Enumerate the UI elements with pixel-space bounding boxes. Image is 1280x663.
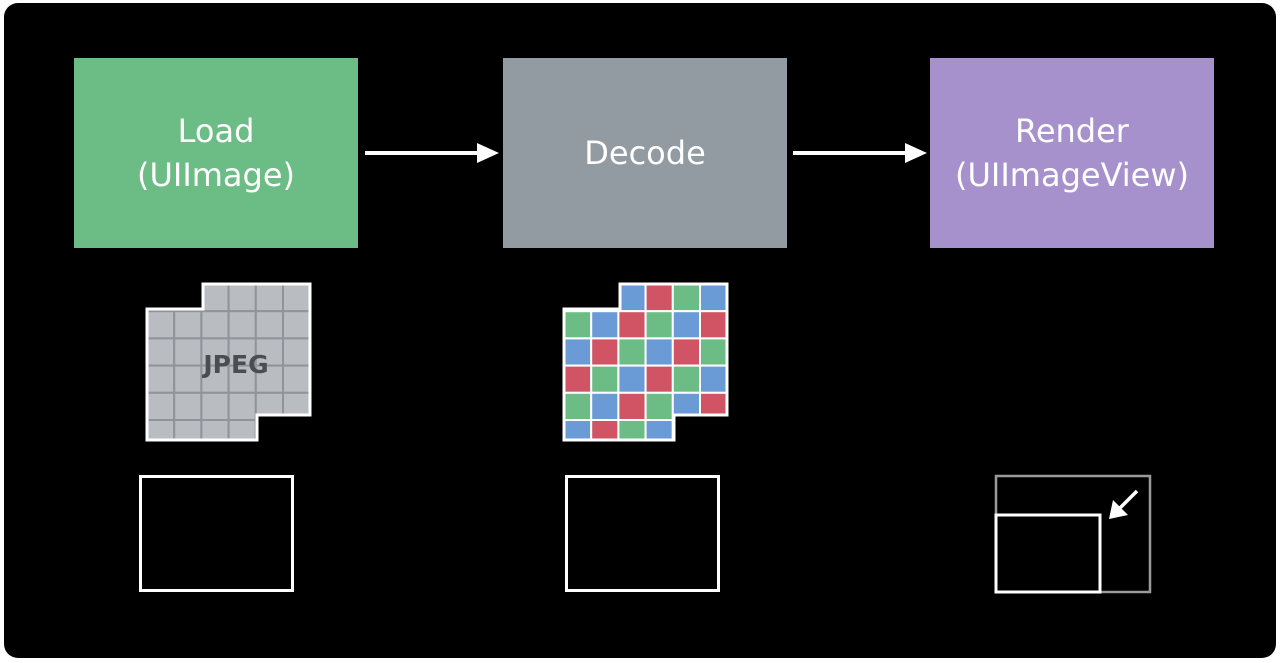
grid-cell <box>671 310 702 340</box>
grid-cell <box>671 337 702 367</box>
grid-cell <box>564 364 593 394</box>
grid-cell <box>147 391 176 422</box>
grid-cell <box>254 284 285 313</box>
grid-cell <box>282 284 310 313</box>
grid-cell <box>644 337 674 367</box>
grid-cell <box>644 284 674 313</box>
grid-cell <box>671 284 702 313</box>
grid-cell <box>254 364 285 394</box>
diagonal-arrow-icon <box>1109 489 1139 519</box>
grid-cell <box>173 284 203 313</box>
right-arrow-icon <box>793 143 927 163</box>
grid-cell <box>282 310 310 340</box>
grid-cell <box>564 284 593 313</box>
data-buffer-frame <box>139 475 294 592</box>
grid-cell <box>564 391 593 422</box>
grid-cell <box>282 337 310 367</box>
grid-cell <box>254 419 285 440</box>
grid-cell <box>671 364 702 394</box>
grid-cell <box>200 284 230 313</box>
grid-cell <box>227 391 257 422</box>
grid-cell <box>699 419 727 440</box>
grid-cell <box>254 310 285 340</box>
grid-cell <box>173 310 203 340</box>
grid-cell <box>590 337 620 367</box>
grid-cell <box>699 337 727 367</box>
slide-canvas: Load (UIImage) Decode Render (UIImageVie… <box>4 3 1276 658</box>
stage-render-subtitle: (UIImageView) <box>955 156 1189 194</box>
grid-cell <box>644 364 674 394</box>
grid-cell <box>617 391 647 422</box>
grid-cell <box>147 337 176 367</box>
grid-cell <box>200 310 230 340</box>
grid-cell <box>617 337 647 367</box>
stage-load-subtitle: (UIImage) <box>136 156 296 194</box>
grid-cell <box>282 419 310 440</box>
stage-decode-title: Decode <box>584 134 706 172</box>
jpeg-data-icon: JPEG <box>145 282 312 442</box>
grid-cell <box>590 310 620 340</box>
grid-cell <box>173 391 203 422</box>
scaled-frame-icon <box>994 474 1152 594</box>
pixel-buffer-icon <box>562 282 729 442</box>
grid-cell <box>699 310 727 340</box>
stage-render-title: Render <box>1015 112 1129 150</box>
grid-cell <box>699 284 727 313</box>
stage-load-title: Load <box>177 112 255 150</box>
stage-decode: Decode <box>503 58 787 248</box>
grid-cell <box>699 364 727 394</box>
grid-cell <box>617 364 647 394</box>
grid-cell <box>590 391 620 422</box>
stage-render: Render (UIImageView) <box>930 58 1214 248</box>
grid-cell <box>644 310 674 340</box>
image-buffer-frame <box>565 475 720 592</box>
stage-load: Load (UIImage) <box>74 58 358 248</box>
grid-cell <box>200 391 230 422</box>
grid-cell <box>282 364 310 394</box>
grid-cell <box>147 364 176 394</box>
right-arrow-icon <box>365 143 499 163</box>
grid-cell <box>147 284 176 313</box>
grid-cell <box>617 310 647 340</box>
grid-cell <box>227 284 257 313</box>
grid-cell <box>173 364 203 394</box>
grid-cell <box>200 364 230 394</box>
grid-cell <box>173 337 203 367</box>
grid-cell <box>590 364 620 394</box>
grid-cell <box>564 337 593 367</box>
jpeg-label: JPEG <box>201 350 268 379</box>
grid-cell <box>644 391 674 422</box>
grid-cell <box>617 284 647 313</box>
grid-cell <box>147 310 176 340</box>
grid-cell <box>590 284 620 313</box>
grid-cell <box>564 310 593 340</box>
grid-cell <box>227 310 257 340</box>
grid-cell <box>671 419 702 440</box>
grid-cell <box>254 337 285 367</box>
